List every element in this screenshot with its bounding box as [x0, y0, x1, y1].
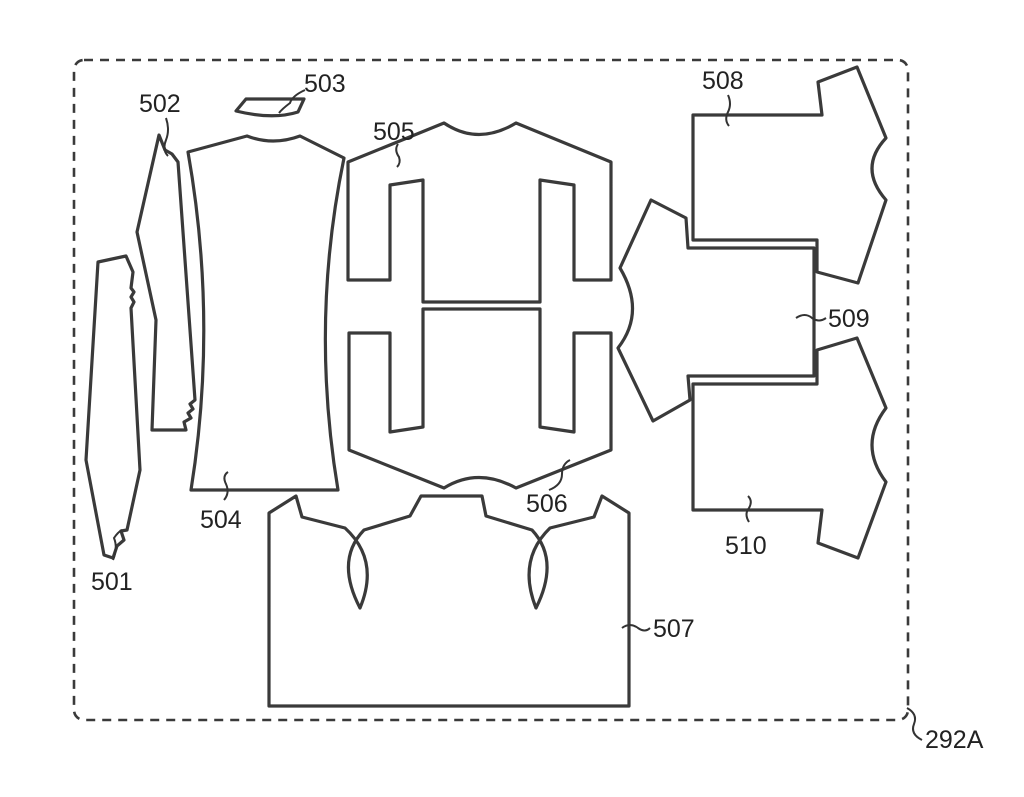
ref-label-510: 510	[725, 532, 767, 560]
pattern-piece-509	[616, 198, 816, 423]
ref-label-504: 504	[200, 506, 242, 534]
ref-label-frame: 292A	[925, 726, 984, 754]
leader-505	[395, 143, 401, 168]
ref-label-505: 505	[373, 118, 415, 146]
leader-510	[745, 495, 752, 523]
ref-label-502: 502	[139, 90, 181, 118]
pattern-piece-502	[135, 133, 197, 432]
pattern-piece-505	[346, 121, 613, 304]
leader-502	[163, 117, 169, 157]
ref-label-508: 508	[702, 67, 744, 95]
pattern-piece-507	[267, 494, 631, 708]
pattern-piece-503	[234, 97, 306, 118]
pattern-piece-508	[691, 65, 888, 285]
leader-504	[223, 471, 229, 501]
leader-509	[795, 314, 827, 322]
pattern-piece-506	[347, 307, 613, 490]
ref-label-506: 506	[526, 490, 568, 518]
leader-292a	[906, 707, 923, 741]
leader-507	[621, 624, 651, 632]
leader-501	[112, 529, 123, 561]
ref-label-507: 507	[653, 615, 695, 643]
ref-label-501: 501	[91, 568, 133, 596]
ref-label-509: 509	[828, 305, 870, 333]
pattern-piece-501	[84, 254, 142, 560]
leader-508	[725, 94, 731, 127]
pattern-piece-510	[691, 336, 888, 560]
leader-503	[278, 89, 306, 114]
leader-506	[548, 459, 571, 491]
ref-label-503: 503	[304, 70, 346, 98]
layout-boundary-frame	[72, 58, 910, 722]
pattern-piece-504	[186, 134, 346, 492]
